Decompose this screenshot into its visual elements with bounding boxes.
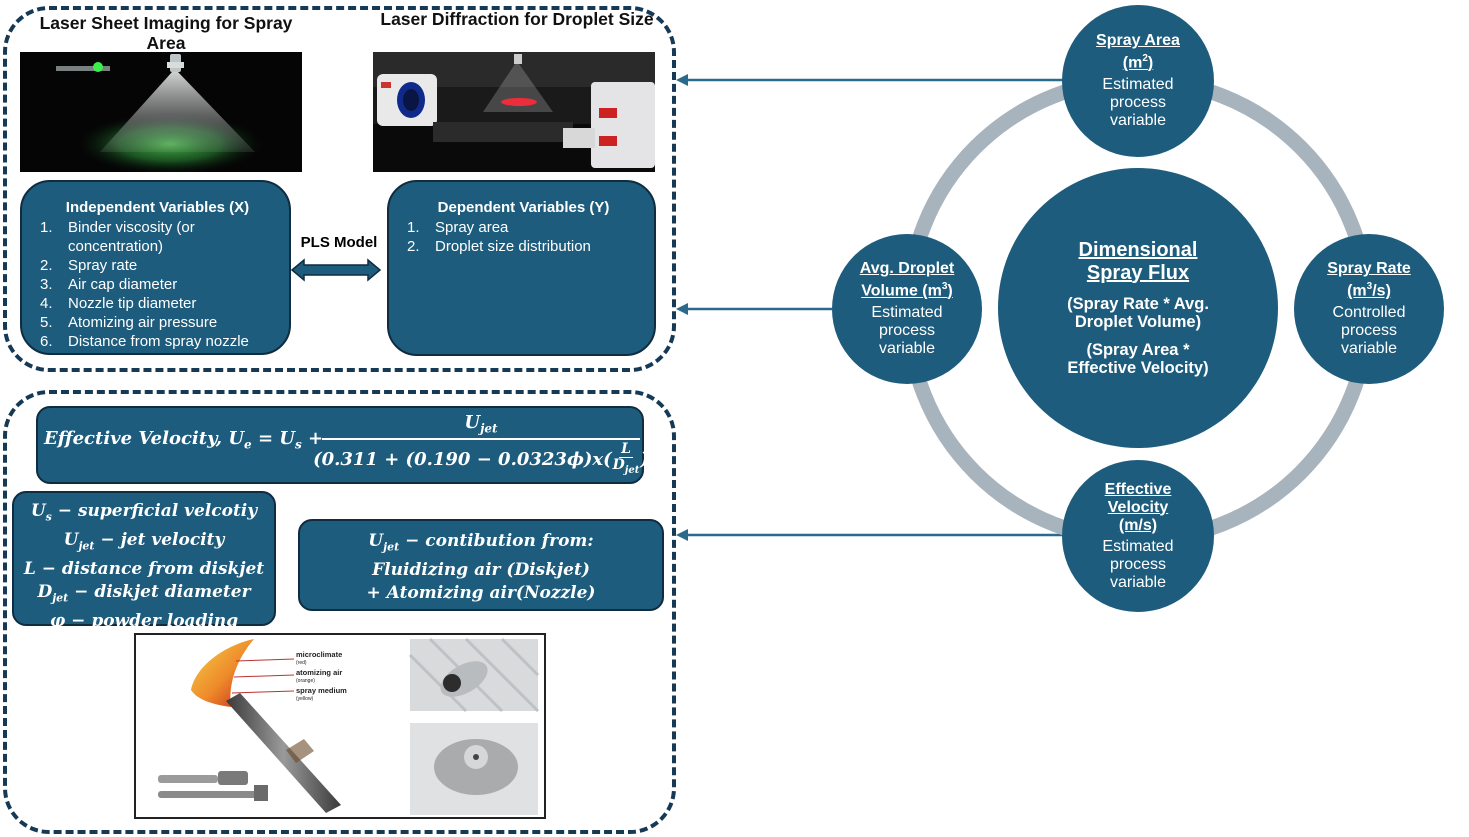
center-title-line-1: Dimensional <box>1078 238 1198 261</box>
node-effective-velocity-subtitle: Estimated process variable <box>1102 537 1174 591</box>
list-item: 2.Droplet size distribution <box>407 238 591 255</box>
contribution-line-3: + Atomizing air(Nozzle) <box>366 583 596 604</box>
center-title-line-2: Spray Flux <box>1086 261 1190 284</box>
list-item: 1.Binder viscosity (or concentration) <box>40 219 195 255</box>
definition-ujet: Ujet − jet velocity <box>63 529 225 553</box>
connector-arrows <box>676 74 1068 541</box>
equation-fraction: Ujet (0.311 + (0.190 − 0.0323ϕ)x( L Djet… <box>313 412 649 478</box>
node-spray-rate-title: Spray Rate <box>1327 260 1411 278</box>
equation-lhs: Effective Velocity, U <box>44 428 245 449</box>
dependent-variables-box: Dependent Variables (Y) 1.Spray area 2.D… <box>387 180 656 356</box>
label-spray-medium: spray medium <box>296 686 347 695</box>
node-droplet-unit: Volume (m3) <box>861 281 953 300</box>
node-spray-area-title: Spray Area <box>1096 32 1180 50</box>
variable-definitions-box: Us − superficial velcotiy Ujet − jet vel… <box>12 491 276 631</box>
node-droplet-title: Avg. Droplet <box>859 260 955 278</box>
laser-sheet-title: Laser Sheet Imaging for Spray Area <box>39 13 293 53</box>
dependent-variables-list: 1.Spray area 2.Droplet size distribution <box>407 218 640 256</box>
top-dashed-group <box>3 6 676 372</box>
independent-variables-list: 1.Binder viscosity (or concentration) 2.… <box>40 218 275 351</box>
definition-l: L − distance from diskjet <box>23 558 265 579</box>
list-item: 6.Distance from spray nozzle <box>40 333 249 350</box>
ujet-contribution-box: Ujet − contibution from: Fluidizing air … <box>298 519 664 611</box>
nozzle-illustration <box>158 637 540 815</box>
center-eq2-line-1: (Spray Area * <box>1086 340 1190 359</box>
nozzle-photos-panel: microclimate (red) atomizing air (orange… <box>134 633 546 819</box>
effective-velocity-equation: Effective Velocity, Ue = Us + Ujet (0.31… <box>36 406 649 484</box>
laser-diffraction-photo <box>373 52 655 172</box>
independent-variables-title: Independent Variables (X) <box>65 199 250 216</box>
list-item: 4.Nozzle tip diameter <box>40 295 197 312</box>
equation-numerator: Ujet <box>464 412 498 436</box>
center-eq2-line-2: Effective Velocity) <box>1067 359 1209 377</box>
bottom-dashed-group <box>3 390 676 834</box>
independent-variables-box: Independent Variables (X) 1.Binder visco… <box>20 180 291 355</box>
dependent-variables-title: Dependent Variables (Y) <box>437 199 610 216</box>
laser-sheet-photo <box>20 52 302 172</box>
definition-djet: Djet − diskjet diameter <box>37 582 251 605</box>
node-spray-rate: Spray Rate (m3/s) Controlled process var… <box>1294 234 1444 384</box>
definition-us: Us − superficial velcotiy <box>30 501 258 524</box>
node-effective-velocity: Effective Velocity (m/s) Estimated proce… <box>1062 460 1214 612</box>
laser-diffraction-title: Laser Diffraction for Droplet Size <box>380 9 654 29</box>
equation-denominator: (0.311 + (0.190 − 0.0323ϕ)x( L Djet ) <box>313 437 649 478</box>
node-droplet-subtitle: Estimated process variable <box>871 303 943 357</box>
definition-phi: φ − powder loading <box>49 611 239 632</box>
node-spray-rate-subtitle: Controlled process variable <box>1332 303 1406 357</box>
center-eq1-line-1: (Spray Rate * Avg. <box>1067 294 1209 313</box>
center-dimensional-spray-flux: Dimensional Spray Flux (Spray Rate * Avg… <box>998 168 1278 448</box>
double-arrow-icon <box>290 258 382 282</box>
node-spray-rate-unit: (m3/s) <box>1347 281 1391 300</box>
list-item: 2.Spray rate <box>40 257 138 274</box>
label-atomizing-air: atomizing air <box>296 668 343 677</box>
node-spray-area: Spray Area (m2) Estimated process variab… <box>1062 5 1214 157</box>
contribution-line-1: Ujet − contibution from: <box>368 531 594 554</box>
list-item: 3.Air cap diameter <box>40 276 178 293</box>
node-spray-area-unit: (m2) <box>1122 53 1154 72</box>
contribution-line-2: Fluidizing air (Diskjet) <box>372 559 590 580</box>
label-microclimate: microclimate <box>296 650 343 659</box>
node-avg-droplet-volume: Avg. Droplet Volume (m3) Estimated proce… <box>832 234 982 384</box>
pls-model-label: PLS Model <box>300 234 378 251</box>
node-effective-velocity-title: Effective Velocity (m/s) <box>1104 480 1172 534</box>
center-eq1-line-2: Droplet Volume) <box>1074 313 1202 331</box>
list-item: 5.Atomizing air pressure <box>40 314 218 331</box>
node-spray-area-subtitle: Estimated process variable <box>1102 75 1174 129</box>
list-item: 1.Spray area <box>407 219 509 236</box>
